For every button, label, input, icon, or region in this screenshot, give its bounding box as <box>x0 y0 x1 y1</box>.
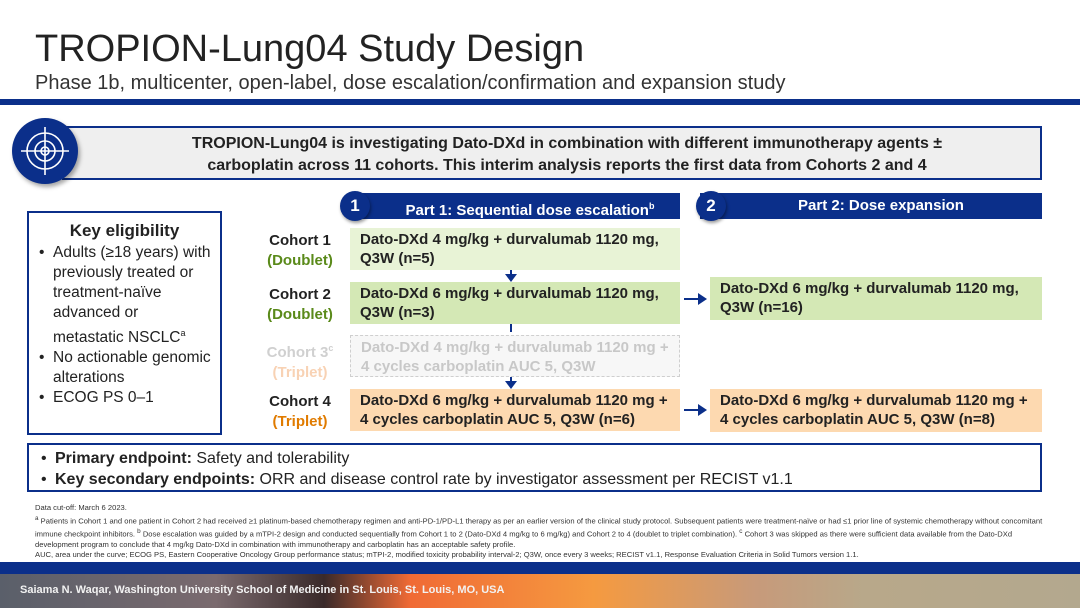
secondary-endpoints-label: Key secondary endpoints: <box>55 471 256 488</box>
part2-number: 2 <box>696 191 726 221</box>
arrow-shaft <box>684 298 700 300</box>
arrow-down-icon <box>505 381 517 389</box>
cohort-type: (Triplet) <box>272 413 328 430</box>
part1-number: 1 <box>340 191 370 221</box>
cohort-4-regimen: Dato-DXd 6 mg/kg + durvalumab 1120 mg + … <box>350 389 680 431</box>
cohort-name: Cohort 2 <box>269 286 331 303</box>
abbreviations: AUC, area under the curve; ECOG PS, East… <box>35 550 859 560</box>
cohort-name: Cohort 3 <box>266 344 329 361</box>
page-subtitle: Phase 1b, multicenter, open-label, dose … <box>35 72 786 94</box>
cohort-4-label: Cohort 4 (Triplet) <box>250 392 350 432</box>
primary-endpoint-label: Primary endpoint: <box>55 450 192 467</box>
footnote-ref-b: b <box>648 201 655 211</box>
data-cutoff: Data cut-off: March 6 2023. <box>35 503 127 512</box>
endpoints-box: Primary endpoint: Safety and tolerabilit… <box>27 443 1042 492</box>
cohort-name: Cohort 4 <box>269 393 331 410</box>
cohort-type: (Triplet) <box>272 364 328 381</box>
footnote-b: Dose escalation was guided by a mTPI-2 d… <box>142 529 738 539</box>
banner-line-1: TROPION-Lung04 is investigating Dato-DXd… <box>191 135 943 152</box>
secondary-endpoints-text: ORR and disease control rate by investig… <box>255 471 793 488</box>
cohort-type: (Doublet) <box>267 306 333 323</box>
cohort-2-label: Cohort 2 (Doublet) <box>250 285 350 325</box>
banner-line-2: carboplatin across 11 cohorts. This inte… <box>207 157 927 174</box>
eligibility-item: No actionable genomic alterations <box>37 348 212 388</box>
secondary-endpoints: Key secondary endpoints: ORR and disease… <box>39 469 1030 490</box>
arrow-shaft <box>510 270 512 275</box>
footnote-ref-c: c <box>328 343 334 353</box>
arrow-down-icon <box>505 274 517 282</box>
primary-endpoint-text: Safety and tolerability <box>191 450 350 467</box>
cohort-name: Cohort 1 <box>269 232 331 249</box>
cohort-1-regimen: Dato-DXd 4 mg/kg + durvalumab 1120 mg, Q… <box>350 228 680 270</box>
footnote-ref-a: a <box>180 328 186 338</box>
eligibility-item: Adults (≥18 years) with previously treat… <box>37 243 212 348</box>
footnotes: Data cut-off: March 6 2023. a Patients i… <box>35 503 1045 561</box>
page-title: TROPION-Lung04 Study Design <box>35 28 585 70</box>
eligibility-item: ECOG PS 0–1 <box>37 388 212 408</box>
part1-label: Part 1: Sequential dose escalation <box>405 202 649 219</box>
part2-header: Part 2: Dose expansion <box>700 193 1042 219</box>
cohort-4-expansion: Dato-DXd 6 mg/kg + durvalumab 1120 mg + … <box>710 389 1042 432</box>
primary-endpoint: Primary endpoint: Safety and tolerabilit… <box>39 448 1030 469</box>
cohort-3-regimen: Dato-DXd 4 mg/kg + durvalumab 1120 mg + … <box>350 335 680 377</box>
cohort-1-label: Cohort 1 (Doublet) <box>250 231 350 271</box>
footnote-a: Patients in Cohort 1 and one patient in … <box>35 516 1043 539</box>
eligibility-text: Adults (≥18 years) with previously treat… <box>53 244 211 347</box>
cohort-3-label: Cohort 3c (Triplet) <box>250 338 350 383</box>
eligibility-title: Key eligibility <box>69 221 180 240</box>
cohort-2-expansion: Dato-DXd 6 mg/kg + durvalumab 1120 mg, Q… <box>710 277 1042 320</box>
footnote-c: Cohort 3 was skipped as there were suffi… <box>35 529 1013 549</box>
footer-image <box>0 574 1080 608</box>
cohort-type: (Doublet) <box>267 252 333 269</box>
arrow-shaft <box>510 377 512 382</box>
author-credit: Saiama N. Waqar, Washington University S… <box>20 584 505 596</box>
cohort-2-regimen: Dato-DXd 6 mg/kg + durvalumab 1120 mg, Q… <box>350 282 680 324</box>
arrow-shaft <box>684 409 700 411</box>
footer-bar <box>0 562 1080 574</box>
arrow-right-icon <box>698 404 707 416</box>
arrow-shaft <box>510 324 512 332</box>
title-divider <box>0 99 1080 105</box>
arrow-right-icon <box>698 293 707 305</box>
part1-header: Part 1: Sequential dose escalationb <box>350 193 680 219</box>
summary-banner: TROPION-Lung04 is investigating Dato-DXd… <box>62 126 1042 180</box>
footnote-body: a Patients in Cohort 1 and one patient i… <box>35 514 1043 549</box>
target-icon <box>12 118 78 184</box>
key-eligibility-box: Key eligibility Adults (≥18 years) with … <box>27 211 222 435</box>
